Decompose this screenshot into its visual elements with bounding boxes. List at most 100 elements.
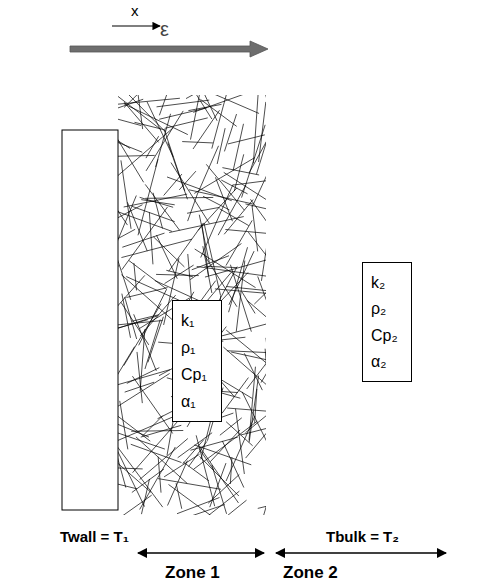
fiber [233,179,266,185]
fiber [146,111,183,171]
fiber [229,247,248,312]
fiber [229,251,254,305]
fiber [259,102,266,162]
fiber [140,439,188,480]
fiber [118,237,119,266]
fiber [195,249,256,288]
fiber [118,316,158,333]
fiber [194,158,254,194]
property-symbol: ρ₁ [181,338,196,357]
fiber [143,416,163,436]
fiber [205,258,266,277]
fiber [248,232,266,284]
fiber [118,479,137,489]
property-symbol: α₁ [181,392,196,411]
fiber [224,114,236,151]
fiber [118,373,169,406]
fiber [227,408,266,413]
fiber [159,505,225,515]
fiber [141,479,149,514]
fiber [124,194,187,207]
property-symbol: Cp₁ [181,365,207,384]
fiber [182,142,213,143]
fiber [156,235,177,279]
epsilon-arrow [70,41,268,57]
fiber [118,130,130,148]
fiber [168,461,188,506]
property-box: k₂ρ₂Cp₂α₂ [362,262,412,382]
fiber [198,95,217,121]
fiber [225,229,266,236]
fiber [118,445,151,492]
fiber [220,418,242,435]
fiber [132,206,175,221]
fiber [118,412,149,437]
fiber [118,393,150,441]
fiber [164,174,182,195]
fiber [118,155,155,156]
fiber [194,445,251,465]
fiber [256,113,266,174]
boundary-label: Twall = T₁ [60,528,129,545]
fiber [233,124,243,171]
fiber [131,444,182,462]
fiber [118,229,135,246]
zone-label: Zone 1 [165,563,220,583]
fiber [146,136,159,158]
fiber [207,500,246,515]
fiber [134,122,165,130]
property-symbol: k₂ [371,273,385,292]
fiber [202,224,209,276]
fiber [141,425,182,437]
fiber [183,440,204,465]
fiber [125,382,154,392]
fiber [176,483,182,509]
fiber [118,370,170,391]
fibrous-medium [118,95,266,515]
fiber [252,160,266,207]
fiber [159,108,207,119]
fiber [189,190,253,204]
fiber [231,352,266,367]
fiber [265,349,266,412]
fiber [188,193,198,221]
fiber [124,102,159,142]
fiber [187,207,220,213]
fiber [220,209,249,226]
fiber [245,406,266,433]
property-box: k₁ ρ₁ Cp₁ α₁ [172,300,222,422]
fiber [165,118,208,129]
fiber [242,292,255,314]
boundary-label: Tbulk = T₂ [326,528,399,545]
fiber [125,297,137,339]
fiber [236,409,245,474]
fiber [121,239,192,257]
fiber [157,100,210,107]
fiber [257,467,266,515]
fiber [118,128,173,179]
fiber [249,367,255,441]
zone2-arrow [276,552,446,554]
fiber [210,463,226,507]
zone1-arrow [138,552,264,554]
fiber [193,110,220,149]
fiber [254,278,266,304]
property-symbol: α₂ [371,352,386,371]
fiber [226,422,253,446]
fiber [122,294,131,338]
fiber [177,498,219,514]
property-symbol: k₁ [181,311,194,330]
fiber [241,424,266,435]
axis-label: x [131,2,139,19]
fiber [212,95,230,149]
fiber [223,347,266,387]
fiber [262,95,266,126]
property-symbol: ρ₂ [371,299,386,318]
fiber [134,263,137,290]
fiber [183,462,209,481]
fiber [247,337,266,389]
fiber [192,256,229,270]
fiber [129,261,166,289]
fiber [226,330,266,376]
